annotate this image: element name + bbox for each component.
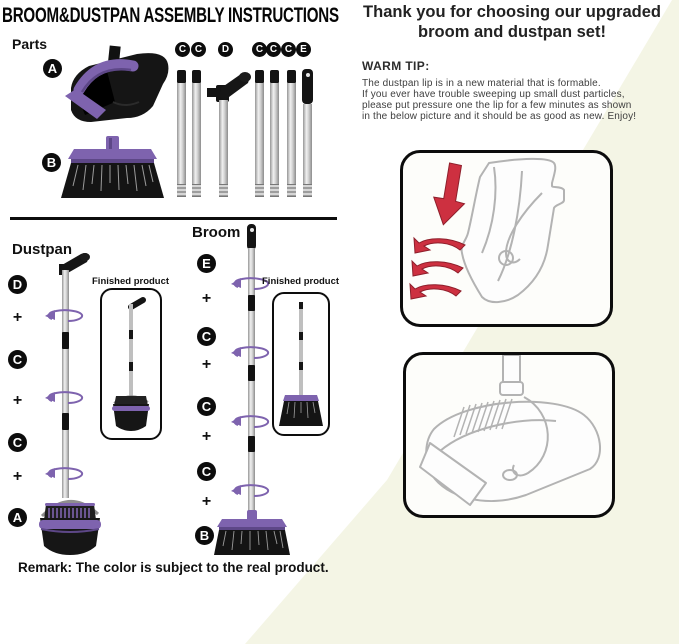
dustpan-lip-press-art (409, 157, 565, 303)
broom-section-heading: Broom (192, 224, 241, 241)
thank-you-title-line2: broom and dustpan set! (418, 22, 606, 41)
part-b-badge: B (42, 153, 61, 172)
rotate-arrow-icon (44, 308, 84, 323)
part-b-broom-head-image (61, 136, 164, 198)
broom-step-e-badge: E (197, 254, 216, 273)
pole-d-badge: D (218, 42, 233, 57)
dustpan-overview-art (419, 355, 602, 506)
pole-joint (248, 295, 255, 311)
pole-joint (62, 332, 69, 349)
pole-c-part-image (192, 70, 201, 197)
rotate-arrow-icon (230, 414, 270, 429)
page-title: BROOM&DUSTPAN ASSEMBLY INSTRUCTIONS (2, 4, 339, 27)
dustpan-step-c-badge: C (8, 350, 27, 369)
pole-d-shaft-image (219, 100, 228, 197)
dustpan-section-heading: Dustpan (12, 241, 72, 258)
plus-sign: + (201, 290, 212, 307)
pole-c1-badge: C (175, 42, 190, 57)
dustpan-finished-image (112, 297, 150, 431)
tip-line: in the below picture and it should be as… (362, 111, 637, 122)
pole-joint (62, 413, 69, 430)
dustpan-handle-image (59, 253, 90, 275)
dustpan-pole-shaft (62, 270, 69, 498)
dustpan-finished-box (100, 288, 162, 440)
broom-step-b-badge: B (195, 526, 214, 545)
pole-e-grip-image (302, 69, 313, 104)
broom-finished-box (272, 292, 330, 436)
broom-finished-image (279, 302, 323, 426)
tip-line: The dustpan lip is in a new material tha… (362, 78, 601, 89)
dustpan-bucket-image (39, 500, 101, 555)
rotate-arrow-icon (230, 345, 270, 360)
plus-sign: + (12, 392, 23, 409)
pole-d-handle-image (207, 72, 251, 102)
pole-c-part-image (177, 70, 186, 197)
dustpan-finished-label: Finished product (92, 276, 170, 287)
broom-step-c-badge: C (197, 397, 216, 416)
rotate-arrow-icon (44, 466, 84, 481)
plus-sign: + (201, 428, 212, 445)
thank-you-title-line1: Thank you for choosing our upgraded (363, 3, 661, 21)
tip-line: please put pressure one the lip for a fe… (362, 100, 632, 111)
parts-section-label: Parts (12, 36, 48, 52)
section-divider (10, 217, 337, 220)
plus-sign: + (201, 493, 212, 510)
dustpan-step-a-badge: A (8, 508, 27, 527)
pole-e-badge: E (296, 42, 311, 57)
broom-step-c-badge: C (197, 462, 216, 481)
pole-c3-badge: C (252, 42, 267, 57)
tip-line: If you ever have trouble sweeping up sma… (362, 89, 625, 100)
pole-c4-badge: C (266, 42, 281, 57)
pole-e-shaft-image (303, 104, 312, 197)
warm-tip-heading: WARM TIP: (362, 59, 430, 73)
pole-c-part-image (255, 70, 264, 197)
broom-finished-label: Finished product (262, 276, 340, 287)
warm-tip-text: The dustpan lip is in a new material tha… (362, 78, 664, 122)
thank-you-title: Thank you for choosing our upgraded broo… (345, 3, 679, 42)
broom-head-image (214, 510, 290, 555)
dustpan-step-c-badge: C (8, 433, 27, 452)
rotate-arrow-icon (230, 483, 270, 498)
plus-sign: + (201, 356, 212, 373)
dustpan-step-d-badge: D (8, 275, 27, 294)
plus-sign: + (12, 468, 23, 485)
part-a-dustpan-image (65, 45, 169, 122)
pole-joint (248, 365, 255, 381)
part-a-badge: A (43, 59, 62, 78)
rotate-arrow-icon (44, 390, 84, 405)
pole-c-part-image (270, 70, 279, 197)
broom-pole-grip-image (247, 224, 256, 250)
pole-joint (248, 436, 255, 452)
broom-step-c-badge: C (197, 327, 216, 346)
pole-c2-badge: C (191, 42, 206, 57)
pole-c5-badge: C (281, 42, 296, 57)
plus-sign: + (12, 309, 23, 326)
tip-illustration-press-lip (400, 150, 613, 327)
tip-illustration-dustpan (403, 352, 615, 518)
pole-c-part-image (287, 70, 296, 197)
remark-text: Remark: The color is subject to the real… (18, 560, 329, 575)
